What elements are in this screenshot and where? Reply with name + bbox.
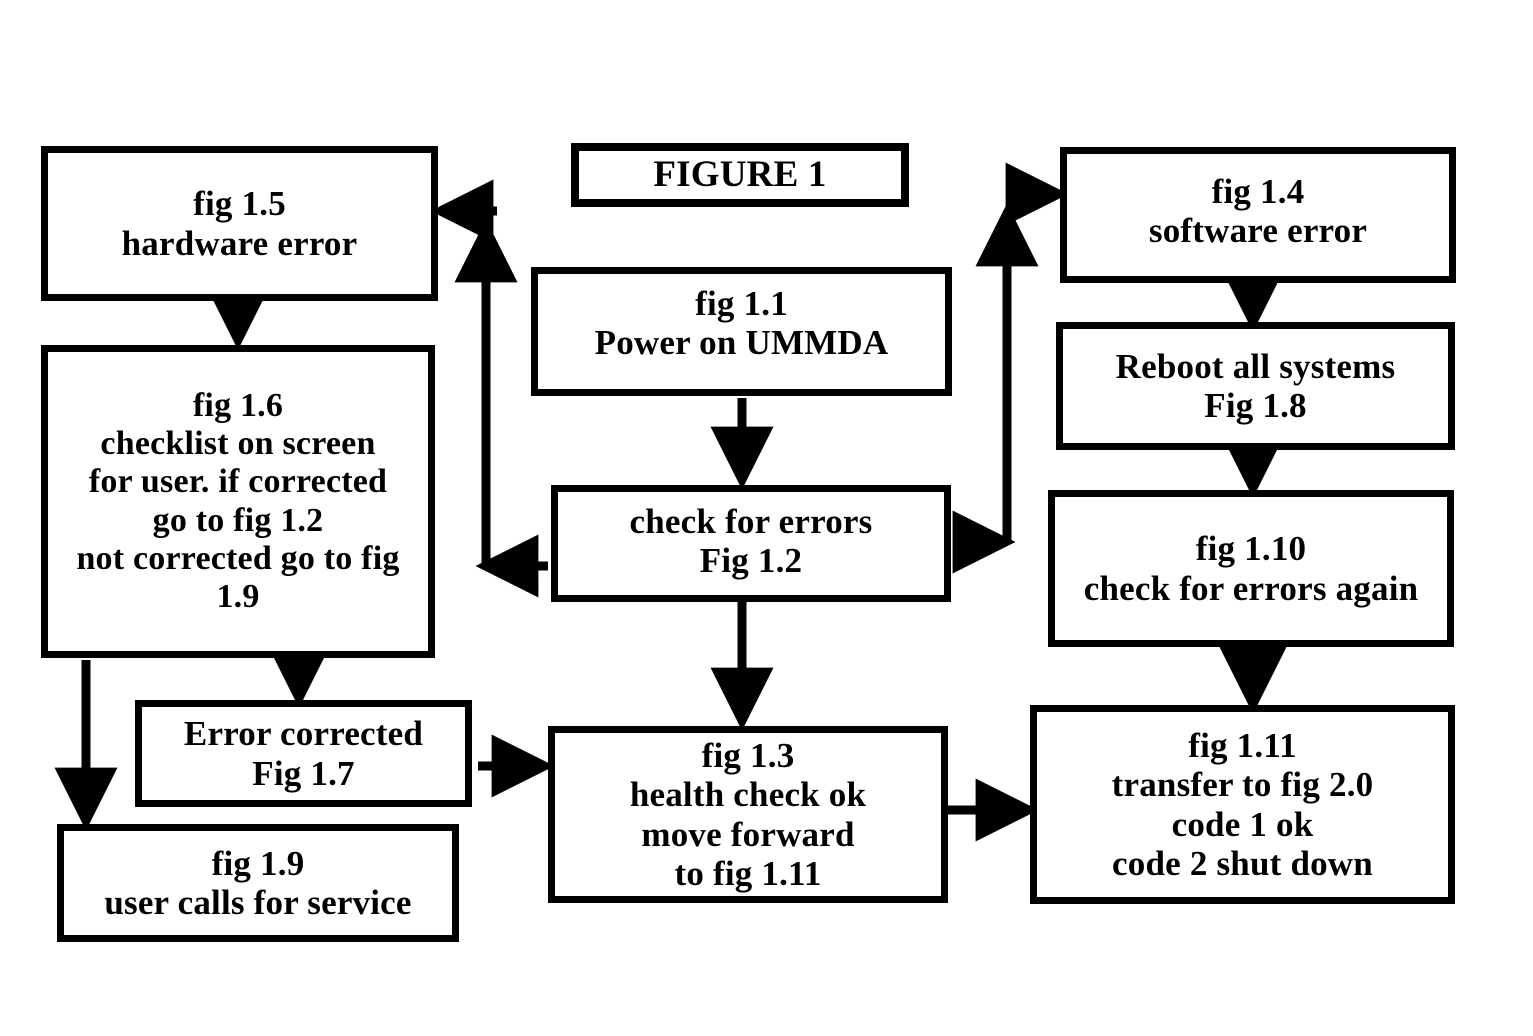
node-fig-1-1[interactable]: fig 1.1 Power on UMMDA bbox=[531, 267, 952, 396]
node-fig-1-9[interactable]: fig 1.9 user calls for service bbox=[57, 824, 459, 942]
node-fig-1-10-label: fig 1.10 check for errors again bbox=[1083, 529, 1419, 608]
figure-title-box: FIGURE 1 bbox=[571, 143, 909, 207]
node-fig-1-7-label: Error corrected Fig 1.7 bbox=[183, 714, 424, 793]
node-fig-1-6-label: fig 1.6 checklist on screen for user. if… bbox=[76, 387, 400, 615]
node-fig-1-6[interactable]: fig 1.6 checklist on screen for user. if… bbox=[41, 345, 435, 658]
node-fig-1-8[interactable]: Reboot all systems Fig 1.8 bbox=[1056, 322, 1455, 450]
node-fig-1-11-label: fig 1.11 transfer to fig 2.0 code 1 ok c… bbox=[1111, 726, 1374, 883]
node-fig-1-9-label: fig 1.9 user calls for service bbox=[104, 843, 412, 922]
node-fig-1-5[interactable]: fig 1.5 hardware error bbox=[41, 146, 438, 301]
node-fig-1-3[interactable]: fig 1.3 health check ok move forward to … bbox=[548, 726, 948, 903]
figure-title-label: FIGURE 1 bbox=[653, 154, 827, 196]
node-fig-1-1-label: fig 1.1 Power on UMMDA bbox=[594, 284, 889, 363]
node-fig-1-7[interactable]: Error corrected Fig 1.7 bbox=[135, 700, 472, 807]
node-fig-1-5-label: fig 1.5 hardware error bbox=[121, 184, 358, 263]
node-fig-1-2-label: check for errors Fig 1.2 bbox=[629, 502, 873, 581]
node-fig-1-4-label: fig 1.4 software error bbox=[1148, 172, 1368, 251]
node-fig-1-10[interactable]: fig 1.10 check for errors again bbox=[1048, 490, 1454, 647]
node-fig-1-2[interactable]: check for errors Fig 1.2 bbox=[551, 485, 951, 602]
node-fig-1-4[interactable]: fig 1.4 software error bbox=[1060, 147, 1456, 283]
node-fig-1-8-label: Reboot all systems Fig 1.8 bbox=[1115, 346, 1396, 425]
node-fig-1-11[interactable]: fig 1.11 transfer to fig 2.0 code 1 ok c… bbox=[1030, 705, 1455, 904]
node-fig-1-3-label: fig 1.3 health check ok move forward to … bbox=[629, 736, 867, 893]
